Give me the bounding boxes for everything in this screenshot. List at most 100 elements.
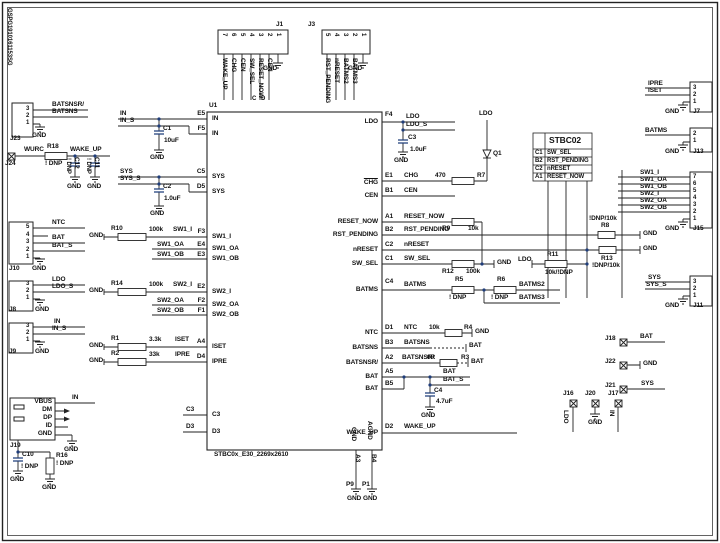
refdes-r6: R6	[497, 276, 506, 283]
refdes-r7: R7	[477, 172, 486, 179]
net-label: CEN	[239, 58, 246, 72]
pin-designator: E5	[197, 110, 205, 117]
net-label: BATSNSR/	[402, 354, 434, 361]
net-label: CHG	[230, 58, 237, 73]
ic-pin-label: SW2_OB	[212, 311, 239, 318]
gnd-label: GND	[150, 154, 165, 161]
net-label: BAT_S	[443, 376, 464, 383]
net-label: SYS_S	[120, 175, 141, 182]
pin-number: 5	[239, 33, 245, 37]
refdes-r12: R12	[442, 268, 454, 275]
pin-number: 2	[26, 247, 30, 253]
refdes-r11: R11	[547, 251, 559, 258]
ic-pin-label: WAKE_UP	[346, 429, 379, 436]
net-label: C3	[186, 406, 195, 413]
junction-dot	[93, 154, 97, 158]
net-label: WAKE_UP	[404, 423, 436, 430]
refdes-c2: C2	[163, 183, 172, 190]
refdes-q1: Q1	[493, 150, 502, 157]
pin-number: 5	[26, 224, 30, 230]
net-label: SW1_I	[173, 226, 193, 233]
net-label: SYS_S	[646, 281, 667, 288]
ic-u1-body	[206, 111, 383, 451]
refdes-r9: R9	[442, 225, 451, 232]
stbc02-table	[532, 132, 593, 182]
gnd-label: GND	[10, 476, 25, 483]
net-label: SW2_I	[640, 190, 660, 197]
table-cell: SW_SEL	[547, 150, 572, 156]
refdes-j21: J21	[605, 382, 616, 389]
resistor-r5	[451, 286, 475, 294]
pin-number: 1	[693, 99, 697, 105]
pin-designator: D5	[196, 183, 205, 190]
ic-pin-label: C3	[212, 411, 221, 418]
conn-pin-label: VBUS	[34, 398, 52, 405]
pin-number: 2	[693, 209, 697, 215]
net-label: LDO_S	[406, 121, 428, 128]
refdes-u1: U1	[209, 102, 218, 109]
resistor-r6	[493, 286, 517, 294]
junction-dot	[480, 262, 484, 266]
pin-designator: D2	[385, 423, 394, 430]
refdes-r10: R10	[111, 225, 123, 232]
resistor-r11	[544, 260, 568, 268]
conn-pin-label: GND	[37, 430, 52, 437]
conn-pin-label: ID	[45, 422, 52, 429]
net-label: SYS	[641, 380, 654, 387]
resistor-r18	[44, 152, 68, 160]
gnd-label: GND	[588, 419, 603, 426]
refdes-j17: J17	[608, 390, 619, 397]
net-label: SW2_I	[173, 281, 193, 288]
net-label: RST_PENDING	[324, 58, 331, 104]
connector-bodies	[8, 29, 713, 441]
refdes-c3: C3	[408, 134, 417, 141]
refdes-j13: J13	[693, 148, 704, 155]
resistor-r9	[451, 218, 475, 226]
connector-j23	[11, 102, 34, 138]
net-label: BAT	[640, 333, 653, 340]
testpoint-icons	[7, 152, 628, 408]
net-label: BATMS	[404, 281, 427, 288]
gnd-label: GND	[35, 348, 50, 355]
connector-j10	[8, 221, 34, 265]
value: 470	[435, 172, 446, 179]
net-label: ISET	[175, 336, 190, 343]
gnd-label: GND	[42, 484, 57, 491]
pin-designator: A3	[354, 454, 361, 463]
pin-designator: F2	[197, 297, 205, 304]
net-label: BATMS3	[519, 294, 545, 301]
connector-j3	[321, 29, 371, 55]
pin-designator: B3	[385, 339, 394, 346]
net-label: nRESET	[333, 58, 340, 84]
table-cell: RST_PENDING	[547, 158, 589, 164]
gnd-label: GND	[150, 210, 165, 217]
gnd-label: GND	[348, 65, 363, 72]
table-cell: nRESET	[547, 166, 571, 172]
net-label: RST_PENDING	[404, 226, 450, 233]
pin-designator: E2	[197, 283, 205, 290]
value: 1.0uF	[410, 146, 427, 153]
value: ! DNP	[85, 158, 91, 174]
gnd-label: GND	[89, 232, 104, 239]
pin-number: 3	[26, 239, 30, 245]
refdes-j10: J10	[9, 265, 20, 272]
testpoint-icon	[619, 385, 628, 394]
pin-number: 4	[26, 232, 30, 238]
gnd-label: GND	[263, 65, 278, 72]
pin-designator: E3	[197, 251, 205, 258]
pin-designator: A1	[385, 213, 394, 220]
ic-pin-label: SYS	[212, 173, 225, 180]
pin-number: 3	[26, 323, 30, 329]
pin-number: 6	[230, 33, 236, 37]
net-label: SW1_OA	[640, 176, 667, 183]
net-label: RESET_NOW	[404, 213, 445, 220]
refdes-r8: R8	[601, 222, 610, 229]
gnd-label: GND	[89, 287, 104, 294]
net-label: IN	[54, 318, 61, 325]
junction-dot	[73, 154, 77, 158]
pin-designator: F4	[385, 111, 393, 118]
usb-contact-icon	[13, 416, 25, 422]
refdes-r14: R14	[111, 280, 123, 287]
